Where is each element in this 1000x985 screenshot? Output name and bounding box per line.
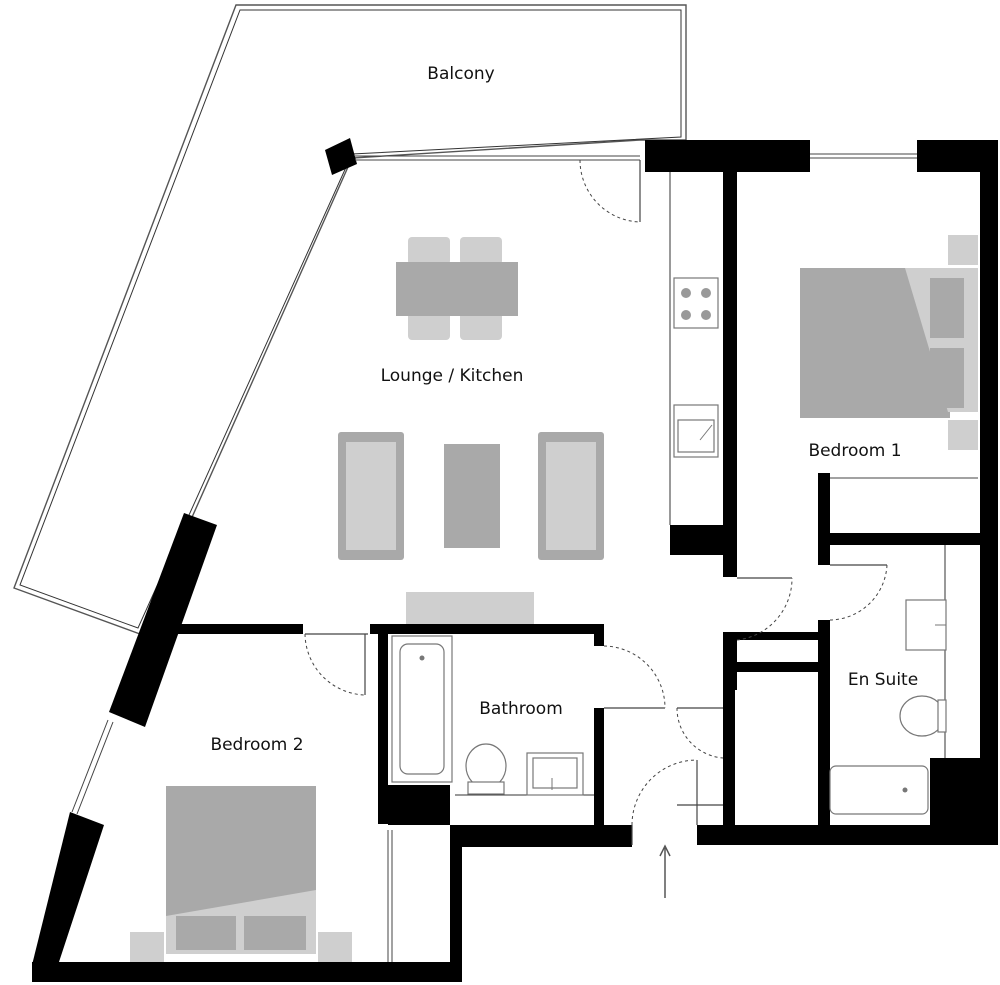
toilet-icon (899, 695, 947, 737)
entrance-arrow-icon (659, 844, 671, 898)
bed-icon (800, 235, 978, 450)
diagonal-wall-lower (32, 812, 104, 965)
bath-icon (391, 635, 453, 783)
washbasin-icon (526, 752, 584, 796)
room-label-bedroom-2: Bedroom 2 (210, 735, 303, 755)
bed-icon (130, 786, 352, 962)
en-suite-fixtures (829, 545, 947, 815)
room-label-lounge-kitchen: Lounge / Kitchen (381, 366, 524, 386)
room-label-bedroom-1: Bedroom 1 (808, 441, 901, 461)
bathroom-fixtures (391, 635, 594, 796)
hob-icon (673, 277, 719, 329)
tv-unit (406, 592, 534, 624)
diagonal-wall-upper (109, 513, 217, 727)
room-label-balcony: Balcony (427, 64, 494, 84)
walls (32, 138, 998, 982)
dining-table-icon (396, 237, 518, 340)
washbasin-icon (905, 599, 947, 651)
bath-icon (829, 765, 929, 815)
column-top-left (325, 138, 357, 175)
doors (304, 159, 888, 845)
sofa-icon (338, 432, 604, 560)
room-label-en-suite: En Suite (848, 670, 918, 690)
kitchen-counter (669, 172, 719, 525)
sink-icon (673, 404, 719, 458)
toilet-icon (465, 743, 507, 795)
room-label-bathroom: Bathroom (479, 699, 563, 719)
